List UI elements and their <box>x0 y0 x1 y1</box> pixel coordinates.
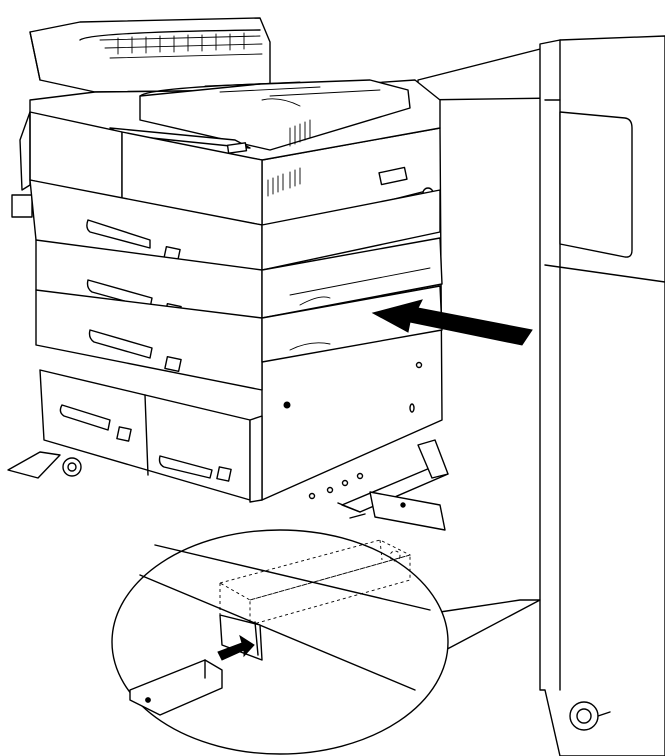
left-castor <box>62 457 82 477</box>
paper-tray-3 <box>35 289 263 391</box>
detail-magnifier <box>111 529 541 755</box>
cabinet-window <box>559 111 633 258</box>
output-ribs <box>117 32 245 55</box>
base-stand <box>7 439 449 531</box>
arrow-right-icon <box>217 634 255 661</box>
large-capacity-cassette <box>39 369 251 501</box>
screw <box>283 401 291 409</box>
side-cabinet <box>417 35 665 756</box>
callout-leader <box>337 502 366 519</box>
cabinet-castor <box>569 701 599 731</box>
arrow-left-icon <box>371 299 533 346</box>
panel-display <box>226 142 248 154</box>
printer <box>11 17 443 503</box>
